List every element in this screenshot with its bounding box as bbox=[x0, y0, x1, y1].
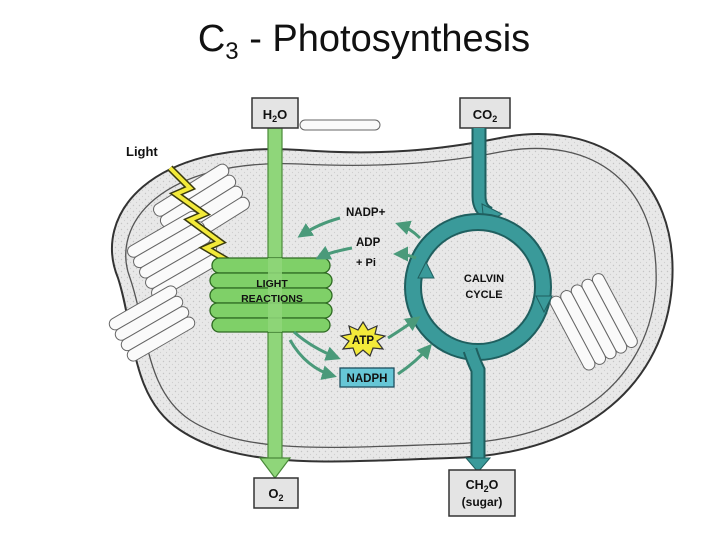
light-reactions-grana bbox=[209, 257, 333, 333]
o2-sub: 2 bbox=[279, 493, 284, 503]
light-to-nadph-arrow bbox=[288, 339, 337, 380]
nadph-label: NADPH bbox=[347, 373, 388, 385]
nadph-box: NADPH bbox=[339, 367, 395, 388]
svg-text:CH2O: CH2O bbox=[466, 478, 499, 494]
sugar-note: (sugar) bbox=[462, 495, 503, 509]
atp-to-calvin-arrow bbox=[387, 316, 421, 340]
co2-sub: 2 bbox=[492, 114, 497, 124]
atp-burst: ATP bbox=[339, 320, 387, 358]
co2-main: CO bbox=[473, 107, 493, 122]
grana-stack-right bbox=[549, 273, 638, 371]
title-suffix: - Photosynthesis bbox=[238, 18, 531, 60]
adp-label: ADP bbox=[356, 237, 381, 249]
h2o-box: H2O bbox=[251, 97, 299, 129]
sugar-outflow-arrow bbox=[462, 347, 492, 473]
svg-text:CO2: CO2 bbox=[473, 107, 498, 124]
title-prefix: C bbox=[197, 18, 226, 60]
grana-stack-top bbox=[299, 119, 381, 131]
adp-to-light-arrow bbox=[315, 245, 353, 260]
page-title: C3 - Photosynthesis bbox=[0, 18, 728, 66]
calvin-to-adp-arrow bbox=[393, 246, 417, 262]
h2o-main: H bbox=[263, 107, 272, 122]
grana-stack-left-mid bbox=[127, 210, 223, 300]
pi-label: + Pi bbox=[356, 257, 376, 269]
calvin-cycle-label-line2: CYCLE bbox=[465, 289, 502, 301]
atp-label: ATP bbox=[352, 335, 374, 347]
o2-box: O2 bbox=[253, 477, 299, 509]
nadp-to-light-arrow bbox=[297, 216, 341, 238]
sugar-box: CH2O (sugar) bbox=[448, 469, 516, 517]
light-label: Light bbox=[126, 144, 158, 159]
h2o-sub: 2 bbox=[272, 114, 277, 124]
h2o-tail: O bbox=[277, 107, 287, 122]
calvin-to-nadp-arrow bbox=[395, 220, 422, 240]
co2-box: CO2 bbox=[459, 97, 511, 129]
title-subscript: 3 bbox=[225, 38, 239, 65]
connector-arrows bbox=[288, 216, 432, 380]
grana-stack-left-bottom bbox=[108, 285, 196, 362]
sugar-tail: O bbox=[489, 478, 499, 492]
nadph-to-calvin-arrow bbox=[397, 343, 432, 376]
o2-main: O bbox=[268, 486, 278, 501]
calvin-cycle-label-line1: CALVIN bbox=[464, 273, 504, 285]
light-to-atp-arrow bbox=[293, 330, 341, 361]
light-reactions-label-line1: LIGHT bbox=[256, 278, 288, 290]
nadp-label: NADP+ bbox=[346, 207, 386, 219]
svg-text:O2: O2 bbox=[268, 486, 283, 503]
light-reactions-label-line2: REACTIONS bbox=[241, 293, 303, 305]
sugar-sub: 2 bbox=[484, 484, 489, 494]
chloroplast bbox=[111, 133, 674, 463]
sugar-main: CH bbox=[466, 478, 484, 492]
svg-text:H2O: H2O bbox=[263, 107, 288, 124]
